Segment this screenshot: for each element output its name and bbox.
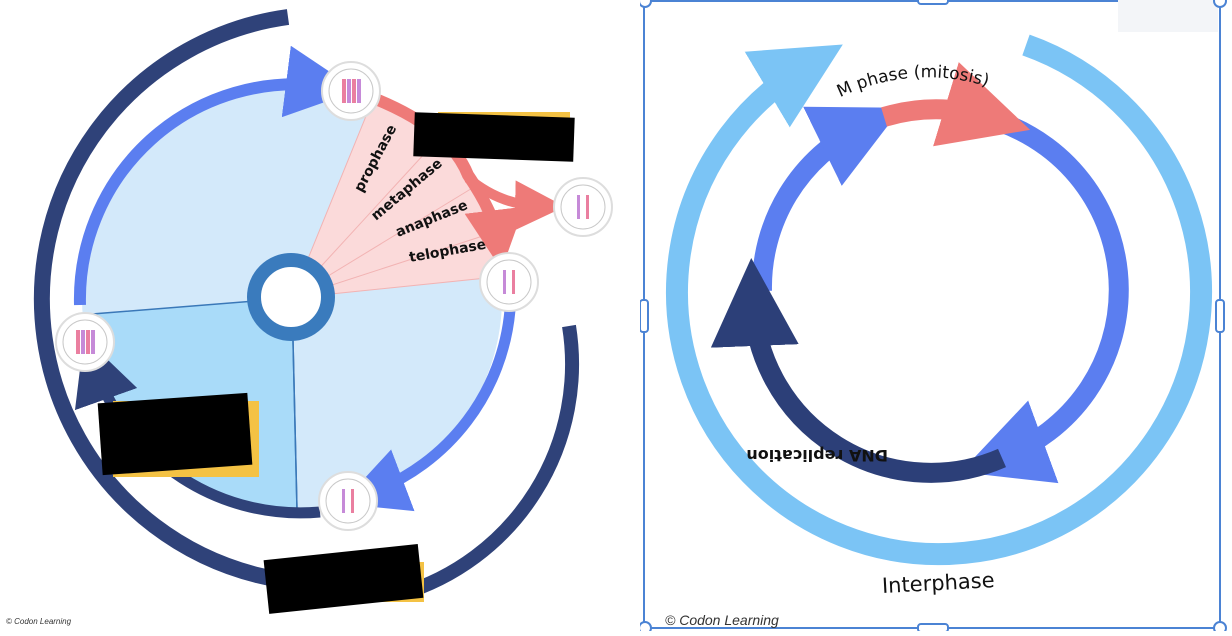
blue-arc-arrow-upper [73,45,358,306]
selection-frame [643,0,1221,629]
resize-handle-top[interactable] [917,0,949,5]
left-diagram: prophase metaphase anaphase telophase [6,9,613,626]
inner-blue-arc-right [960,112,1129,484]
interphase-outer-arc [666,34,1212,566]
resize-handle-right[interactable] [1215,299,1225,333]
blue-arc-arrow-lower [341,309,516,512]
outer-arc-lower [398,324,580,601]
inner-blue-arc-left [751,106,902,292]
pink-arrow-exit [464,174,565,231]
redacted-label-top [413,112,575,162]
credit-right: © Codon Learning [665,612,779,628]
centre-ring [247,253,335,341]
cell-icon-right-exit [553,177,613,237]
cell-icon-right [479,252,539,312]
cell-cycle-diagram-left: prophase metaphase anaphase telophase [6,9,613,626]
inner-navy-arc [710,258,1006,483]
resize-handle-top-left[interactable] [638,0,652,8]
credit-left: © Codon Learning [6,617,72,626]
m-phase-label: M phase (mitosis) [834,62,992,102]
resize-handle-bottom-left[interactable] [638,621,652,635]
m-phase-arrow [881,62,1031,147]
pink-arrow-mitosis [375,94,525,270]
cell-icon-top [321,61,381,121]
resize-handle-top-right[interactable] [1213,0,1227,8]
right-diagram: M phase (mitosis) DNA replication Interp… [638,0,1232,635]
cell-cycle-diagram-right: M phase (mitosis) DNA replication Interp… [638,0,1227,635]
outer-arc-interphase [33,9,367,592]
interphase-label: Interphase [881,568,995,598]
cell-icon-bottom [318,471,378,531]
resize-handle-bottom-right[interactable] [1213,621,1227,635]
resize-handle-bottom[interactable] [917,623,949,633]
corner-patch [1118,0,1218,32]
redacted-label-bottom [263,543,424,614]
redacted-label-left [97,392,259,477]
resize-handles[interactable] [638,0,1227,635]
dna-replication-label: DNA replication [746,446,888,465]
cell-icon-left [55,312,115,372]
resize-handle-left[interactable] [639,299,649,333]
